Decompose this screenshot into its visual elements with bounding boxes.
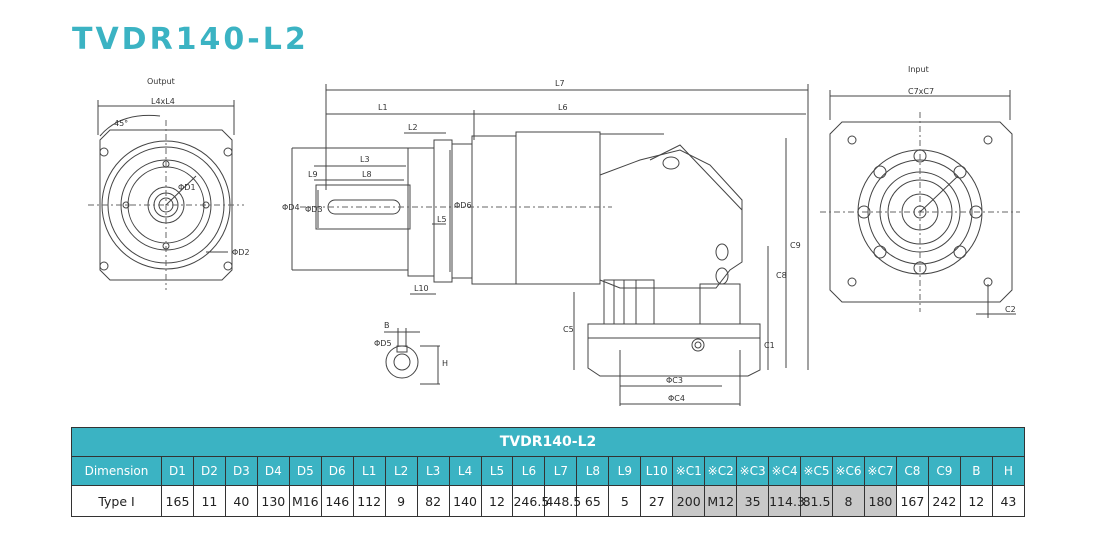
value-cell: 114.3 xyxy=(768,485,805,517)
header-cell: D4 xyxy=(256,456,290,486)
dim-l8: L8 xyxy=(362,170,372,179)
value-cell: 200 xyxy=(672,485,706,517)
header-cell: L1 xyxy=(352,456,386,486)
dim-d3: ΦD3 xyxy=(305,205,323,214)
header-cell: D1 xyxy=(161,456,194,486)
dim-l5: L5 xyxy=(437,215,447,224)
value-cell: 448.5 xyxy=(544,485,581,517)
header-cell: L10 xyxy=(640,456,674,486)
dim-c8: C8 xyxy=(776,271,787,280)
table-row: Type Ⅰ 165 11 40 130 M16 146 112 9 82 14… xyxy=(71,485,1026,517)
value-cell: 12 xyxy=(959,485,993,517)
dim-d4: ΦD4 xyxy=(282,203,300,212)
value-cell: 43 xyxy=(991,485,1026,517)
header-cell: D2 xyxy=(192,456,226,486)
value-cell: 130 xyxy=(256,485,290,517)
value-cell: 167 xyxy=(895,485,929,517)
dim-c3: ΦC3 xyxy=(666,376,683,385)
dim-d6: ΦD6 xyxy=(454,201,472,210)
header-cell: ※C1 xyxy=(672,456,706,486)
header-cell: ※C5 xyxy=(800,456,834,486)
dim-l6: L6 xyxy=(558,103,568,112)
header-cell: H xyxy=(991,456,1026,486)
dim-l7: L7 xyxy=(555,79,565,88)
value-cell: 9 xyxy=(384,485,418,517)
header-cell: ※C7 xyxy=(863,456,897,486)
dim-c5: C5 xyxy=(563,325,574,334)
header-cell: C9 xyxy=(927,456,961,486)
value-cell: 242 xyxy=(927,485,961,517)
header-cell: ※C2 xyxy=(704,456,738,486)
input-flange-view xyxy=(820,90,1020,318)
dim-c4: ΦC4 xyxy=(668,394,685,403)
value-cell: 11 xyxy=(192,485,226,517)
header-cell: ※C6 xyxy=(832,456,865,486)
header-cell: Dimension xyxy=(71,456,162,486)
value-cell: 165 xyxy=(161,485,194,517)
header-cell: L4 xyxy=(448,456,482,486)
output-label: Output xyxy=(147,77,175,86)
header-cell: L3 xyxy=(416,456,450,486)
dim-l9: L9 xyxy=(308,170,318,179)
header-cell: C8 xyxy=(895,456,929,486)
table-title-row: TVDR140-L2 xyxy=(71,427,1025,457)
header-cell: L8 xyxy=(576,456,610,486)
value-cell: 12 xyxy=(480,485,514,517)
header-cell: ※C3 xyxy=(736,456,770,486)
header-cell: D3 xyxy=(224,456,258,486)
value-cell: Type Ⅰ xyxy=(71,485,162,517)
header-cell: D5 xyxy=(288,456,322,486)
side-view xyxy=(291,84,809,406)
dim-c7xc7: C7xC7 xyxy=(908,87,934,96)
dim-l2: L2 xyxy=(408,123,418,132)
dim-c2: C2 xyxy=(1005,305,1016,314)
value-cell: 146 xyxy=(320,485,354,517)
dimension-table: TVDR140-L2 Dimension D1 D2 D3 D4 D5 D6 L… xyxy=(71,427,1026,517)
header-cell: B xyxy=(959,456,993,486)
value-cell: M16 xyxy=(288,485,322,517)
table-header-row: Dimension D1 D2 D3 D4 D5 D6 L1 L2 L3 L4 … xyxy=(71,456,1026,486)
dim-c1: C1 xyxy=(764,341,775,350)
value-cell: 40 xyxy=(224,485,258,517)
value-cell: 8 xyxy=(832,485,865,517)
shaft-key-detail xyxy=(384,328,440,385)
value-cell: 5 xyxy=(608,485,642,517)
input-label: Input xyxy=(908,65,929,74)
value-cell: 140 xyxy=(448,485,482,517)
value-cell: 246.5 xyxy=(512,485,549,517)
header-cell: L7 xyxy=(544,456,578,486)
value-cell: M12 xyxy=(704,485,738,517)
product-title: TVDR140-L2 xyxy=(72,22,309,57)
value-cell: 180 xyxy=(863,485,897,517)
dim-c9: C9 xyxy=(790,241,801,250)
header-cell: D6 xyxy=(320,456,354,486)
value-cell: 27 xyxy=(640,485,674,517)
output-flange-view xyxy=(88,100,244,290)
dim-d5: ΦD5 xyxy=(374,339,392,348)
header-cell: L9 xyxy=(608,456,642,486)
value-cell: 81.5 xyxy=(800,485,834,517)
value-cell: 65 xyxy=(576,485,610,517)
dim-d2: ΦD2 xyxy=(232,248,250,257)
header-cell: L6 xyxy=(512,456,546,486)
header-cell: L2 xyxy=(384,456,418,486)
header-cell: L5 xyxy=(480,456,514,486)
header-cell: ※C4 xyxy=(768,456,802,486)
technical-drawing: Output Input L4xL4 C7xC7 45° ΦD1 ΦD2 L7 … xyxy=(88,65,1020,406)
value-cell: 35 xyxy=(736,485,770,517)
table-title: TVDR140-L2 xyxy=(71,427,1025,457)
dim-l3: L3 xyxy=(360,155,370,164)
value-cell: 112 xyxy=(352,485,386,517)
dim-b: B xyxy=(384,321,390,330)
dim-d1: ΦD1 xyxy=(178,183,196,192)
dim-l10: L10 xyxy=(414,284,429,293)
value-cell: 82 xyxy=(416,485,450,517)
dim-l4xl4: L4xL4 xyxy=(151,97,175,106)
dim-l1: L1 xyxy=(378,103,388,112)
dim-h: H xyxy=(442,359,448,368)
dim-angle-45: 45° xyxy=(114,119,128,128)
